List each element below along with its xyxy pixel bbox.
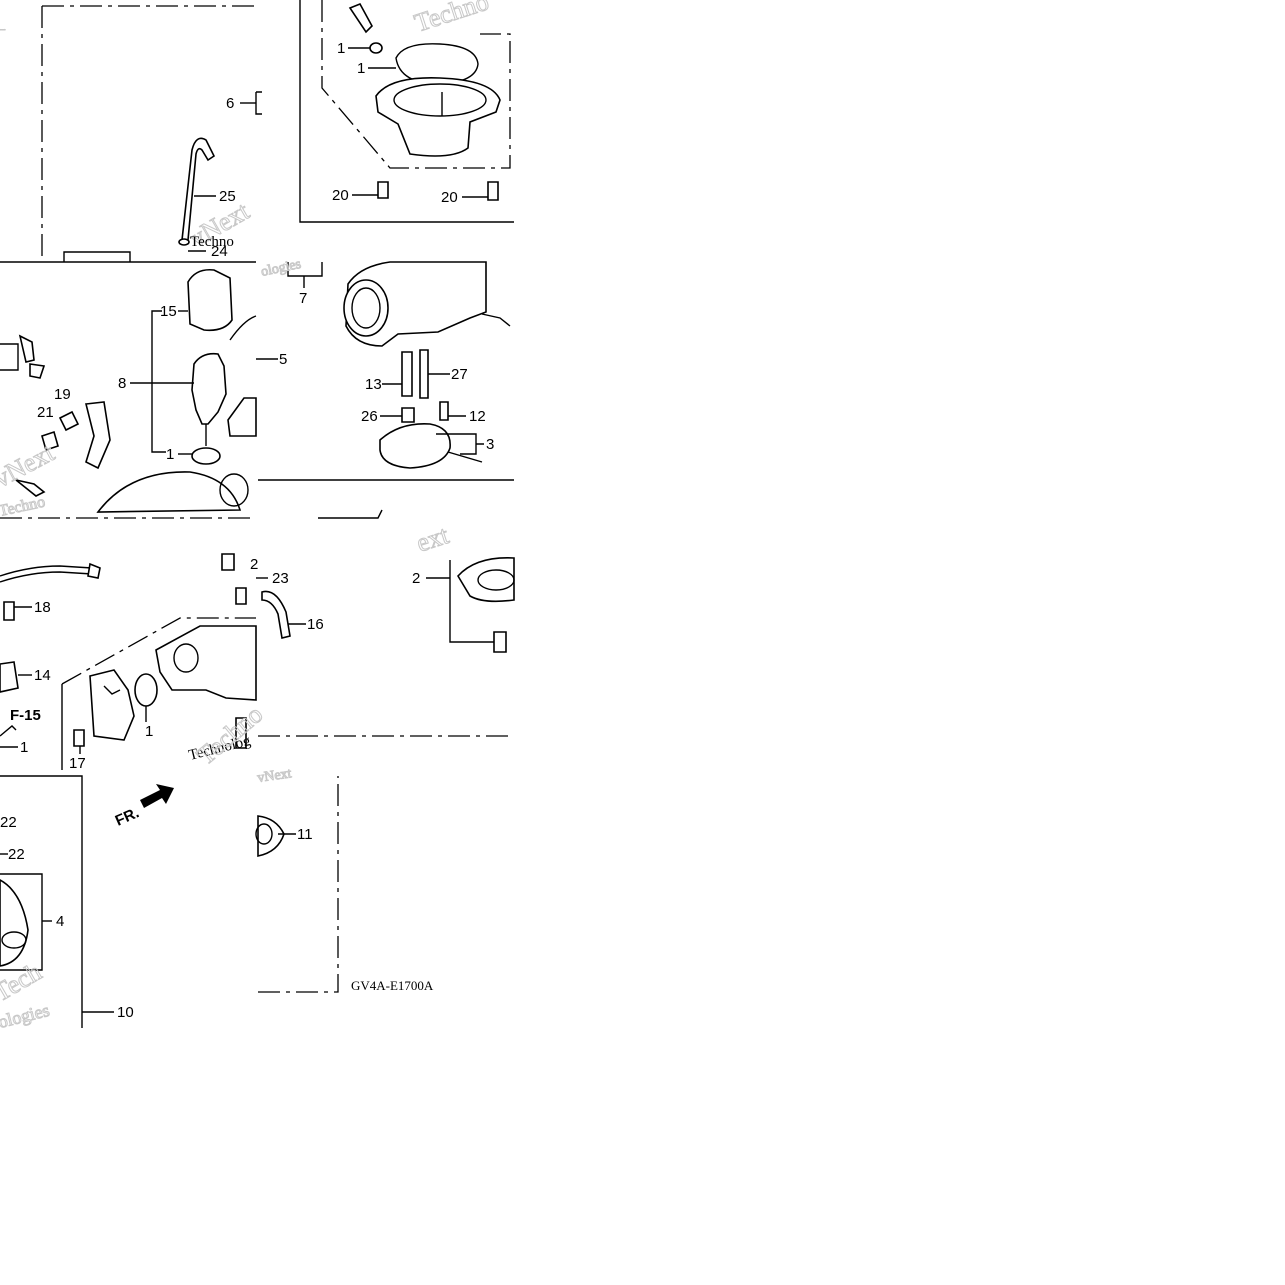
float [379,423,451,469]
choke-o-ring [191,447,221,465]
callout: 23 [272,570,289,587]
callout: 2 [250,556,258,573]
tile-top-left [41,5,262,262]
choke-wire [0,565,93,577]
tile-bottom-left [0,775,83,1028]
intake-manifold [155,625,257,701]
manifold-o-ring [134,673,158,707]
callout: 3 [486,436,494,453]
callout: 22 [0,814,17,831]
tile-bottom-right [255,776,339,993]
callout: 11 [297,826,313,843]
callout: 14 [34,667,51,684]
auto-choke-unit [191,352,227,425]
main-jet [401,351,413,397]
vacuum-piston [0,879,29,967]
watermark: vNext [256,766,292,786]
callout: 2 [412,570,420,587]
callout: 26 [361,408,378,425]
front-arrow [140,784,174,808]
callout: 19 [54,386,71,403]
slow-jet [401,407,415,423]
callout: 20 [332,187,349,204]
callout: 8 [118,375,126,392]
callout: 16 [307,616,324,633]
needle-jet [348,2,373,34]
callout: 1 [166,446,174,463]
callout: 1 [20,739,28,756]
callout: 1 [145,723,153,740]
callout: 25 [219,188,236,205]
watermark: ologies [0,1000,51,1032]
watermark: Technologies [0,28,6,31]
reference-mark: F-15 [10,707,41,724]
insulator-14 [0,661,19,693]
diaphragm-cover [457,557,515,603]
screw-top-23 [221,553,235,571]
watermark: Techno [0,494,47,520]
callout: 1 [337,40,345,57]
callout: 5 [279,351,287,368]
o-ring-small [369,42,383,54]
watermark: ext [0,29,2,31]
callout: 20 [441,189,458,206]
insulator-plate [89,669,135,741]
watermark: Techno [191,699,268,770]
tile-lower-left [0,553,257,808]
tile-top-right [299,0,514,223]
screw-18 [3,601,15,621]
callout: 10 [117,1004,134,1021]
callout: 22 [8,846,25,863]
callout: 6 [226,95,234,112]
drawing-code: GV4A-E1700A [351,978,434,993]
float-chamber [375,77,501,157]
callout: 4 [56,913,64,930]
callout: 15 [160,303,177,320]
callout: 1 [357,60,365,77]
watermark: Techno [411,0,492,38]
watermark: Techno [190,234,234,250]
callout: 7 [299,290,307,307]
bracket [85,401,111,470]
callout: 17 [69,755,86,772]
leader-lines [0,47,488,1013]
tile-middle-right [258,261,514,519]
choke-mount [96,471,242,513]
jet-needle [419,349,429,399]
drain-tube [261,590,291,639]
callouts: 1 1 6 25 24 20 20 7 15 5 8 19 21 1 13 27… [0,40,494,1021]
screw-right [487,181,499,201]
screw-21 [41,430,59,452]
callout: 24 [211,243,228,260]
float-valve [439,401,449,421]
callout: 18 [34,599,51,616]
front-label: FR. [113,804,142,829]
callout: 13 [365,376,382,393]
tile-middle-left [0,261,257,519]
callout: 21 [37,404,54,421]
watermark: ext [413,520,453,558]
screw-left [377,181,389,199]
screw-17 [73,729,85,747]
tile-lower-right [258,557,515,737]
choke-cover [187,268,233,332]
callout: 27 [451,366,468,383]
callout: 12 [469,408,486,425]
diaphragm-11 [257,815,285,857]
screw-19 [58,410,80,432]
vent-tube [181,137,216,241]
